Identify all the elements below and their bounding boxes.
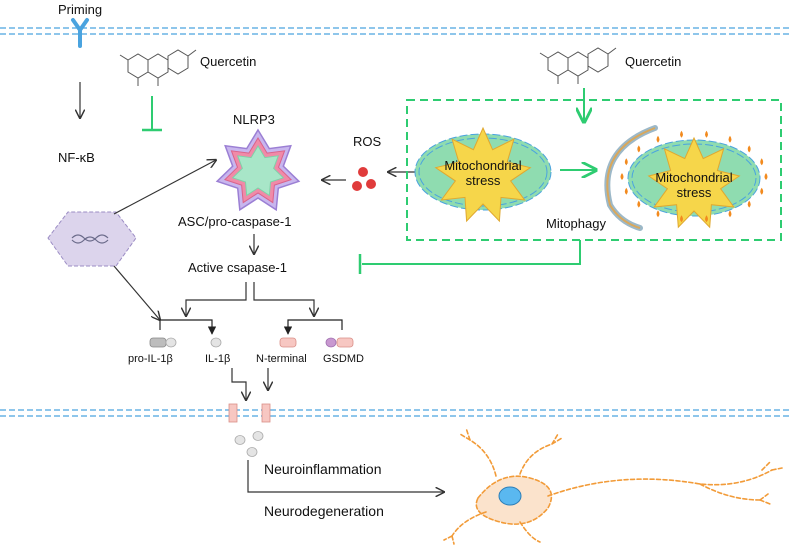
autophagy-droplet xyxy=(760,158,764,166)
priming-label: Priming xyxy=(58,2,102,17)
gsdmd-cleavage xyxy=(279,319,354,348)
autophagy-droplet xyxy=(637,145,641,153)
il1b-label: IL-1β xyxy=(205,353,230,365)
autophagy-droplet xyxy=(728,135,732,143)
neuron-nucleus xyxy=(498,486,522,506)
autophagy-droplet xyxy=(656,210,660,218)
mito-stress-2-line2: stress xyxy=(677,185,712,200)
priming-receptor-icon xyxy=(71,18,89,48)
asc-label: ASC/pro-caspase-1 xyxy=(178,214,291,229)
autophagy-droplet xyxy=(705,215,708,223)
quercetin-molecule-right-icon xyxy=(539,47,617,84)
autophagy-droplet xyxy=(680,215,683,223)
outcome-arrow xyxy=(247,460,444,492)
autophagy-droplet xyxy=(637,200,641,208)
ros-label: ROS xyxy=(353,134,382,149)
mitochondria-box xyxy=(406,99,782,241)
neuroinflammation-label: Neuroinflammation xyxy=(264,461,382,477)
il1b-cleavage xyxy=(149,319,222,348)
autophagy-droplet xyxy=(656,135,660,143)
autophagy-droplet xyxy=(747,200,751,208)
mito-stress-2-line1: Mitochondrial xyxy=(655,170,732,185)
autophagy-droplet xyxy=(620,173,624,180)
quercetin-molecule-left-icon xyxy=(119,49,197,86)
ros-dots xyxy=(352,167,376,191)
caspase-branches xyxy=(186,282,314,316)
neuron-icon xyxy=(443,427,783,545)
autophagy-droplet xyxy=(747,145,751,153)
mitophagy-label: Mitophagy xyxy=(546,216,606,231)
nlrp3-label: NLRP3 xyxy=(233,112,275,127)
mito-stress-1-line2: stress xyxy=(466,173,501,188)
autophagy-droplet xyxy=(624,187,628,195)
neurodegeneration-label: Neurodegeneration xyxy=(264,503,384,519)
mitophagy-inhibit-line xyxy=(358,240,581,274)
n-terminal-label: N-terminal xyxy=(256,353,307,365)
pro-il1b-label: pro-IL-1β xyxy=(128,353,173,365)
released-il1b xyxy=(234,431,264,457)
dna-hexagon-icon xyxy=(47,211,137,267)
mitochondrion-stress-2 xyxy=(604,125,768,231)
bottom-membrane xyxy=(0,409,789,417)
il1b-release-arrow xyxy=(231,368,246,400)
quercetin-left-label: Quercetin xyxy=(200,54,256,69)
autophagy-droplet xyxy=(764,173,768,180)
quercetin-left-inhibit xyxy=(142,96,162,132)
gsdmd-pores xyxy=(228,403,271,423)
autophagy-droplet xyxy=(728,210,732,218)
nlrp3-star-icon xyxy=(215,128,301,212)
active-caspase-label: Active csapase-1 xyxy=(188,260,287,275)
dna-to-nlrp3-arrow xyxy=(113,160,216,215)
top-membrane xyxy=(0,27,789,35)
autophagy-droplet xyxy=(680,130,683,138)
mito-stress-1-line1: Mitochondrial xyxy=(444,158,521,173)
gsdmd-label: GSDMD xyxy=(323,353,364,365)
autophagy-droplet xyxy=(760,187,764,195)
nfkb-label: NF-κB xyxy=(58,150,95,165)
autophagy-droplet xyxy=(705,130,708,138)
mitochondrion-stress-1 xyxy=(414,126,552,223)
dna-to-prol1b-arrow xyxy=(113,265,160,320)
autophagy-droplet xyxy=(624,158,628,166)
quercetin-right-label: Quercetin xyxy=(625,54,681,69)
